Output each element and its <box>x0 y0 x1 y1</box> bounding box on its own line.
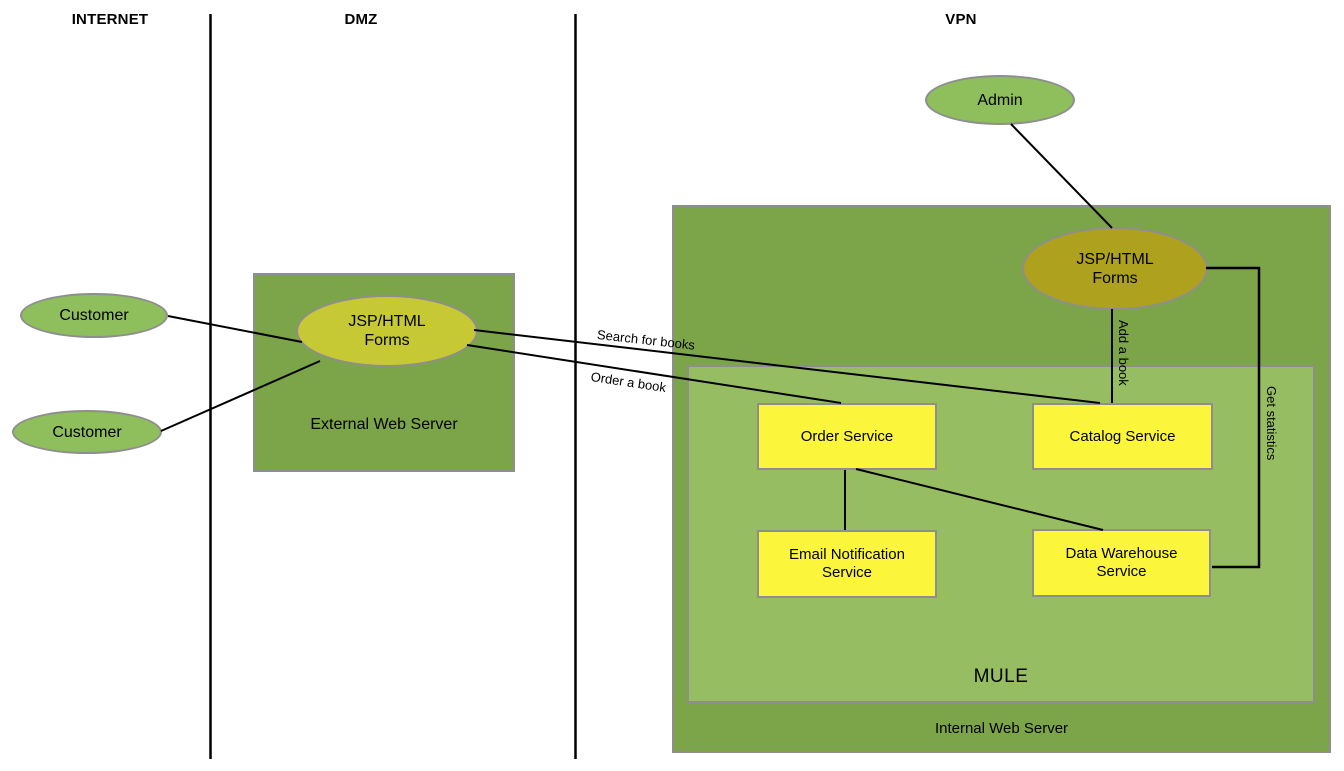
catalog-service-label: Catalog Service <box>1069 427 1176 445</box>
catalog-service-box: Catalog Service <box>1032 403 1213 470</box>
internal-web-server-label: Internal Web Server <box>934 720 1069 737</box>
email-notification-service-box: Email Notification Service <box>757 530 937 598</box>
actor-customer-top: Customer <box>20 293 168 338</box>
actor-customer-bottom: Customer <box>12 410 162 454</box>
actor-customer-top-label: Customer <box>59 307 129 324</box>
edge-label-order-a-book: Order a book <box>589 369 668 396</box>
edge-label-add-a-book: Add a book <box>1116 320 1131 386</box>
actor-admin-label: Admin <box>977 91 1023 109</box>
dmz-jsp-html-forms-label: JSP/HTML Forms <box>348 313 426 349</box>
vpn-jsp-html-forms-label: JSP/HTML Forms <box>1076 250 1154 287</box>
data-warehouse-service-box: Data Warehouse Service <box>1032 529 1211 597</box>
external-web-server-label: External Web Server <box>310 416 458 433</box>
actor-customer-bottom-label: Customer <box>52 423 122 441</box>
email-notification-service-label: Email Notification Service <box>789 546 905 581</box>
zone-label-vpn: VPN <box>945 11 977 28</box>
vpn-jsp-html-forms-ellipse: JSP/HTML Forms <box>1022 227 1208 310</box>
edge-label-get-statistics: Get statistics <box>1264 386 1279 461</box>
mule-label: MULE <box>973 666 1029 687</box>
order-service-box: Order Service <box>757 403 937 470</box>
order-service-label: Order Service <box>800 427 894 445</box>
data-warehouse-service-label: Data Warehouse Service <box>1065 545 1178 580</box>
dmz-jsp-html-forms-ellipse: JSP/HTML Forms <box>296 295 478 367</box>
zone-label-dmz: DMZ <box>344 11 378 28</box>
zone-label-internet: INTERNET <box>71 11 149 28</box>
actor-admin: Admin <box>925 75 1075 125</box>
